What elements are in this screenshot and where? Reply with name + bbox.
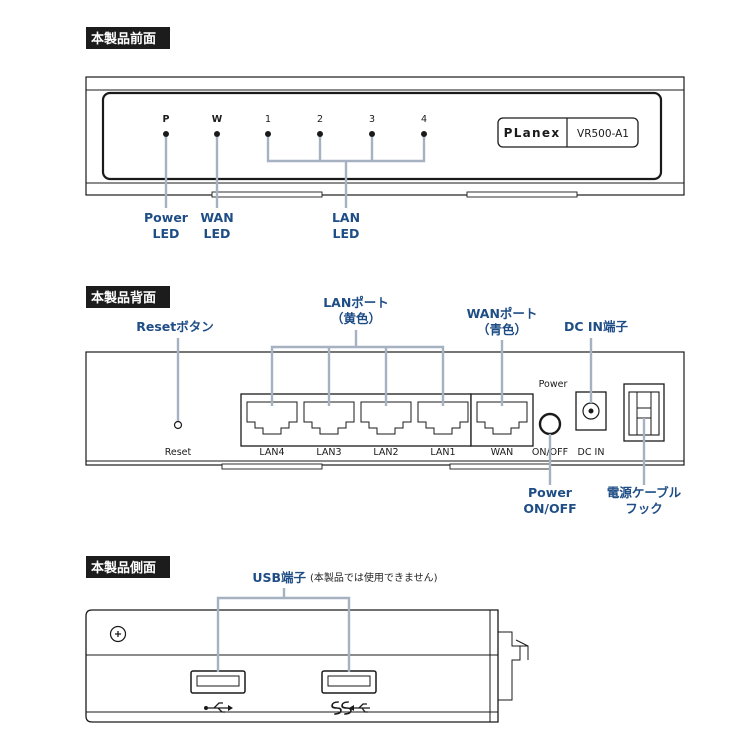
wan-port (476, 401, 528, 435)
lan4-port (246, 401, 298, 435)
lan-led-label-line1: LAN (332, 210, 360, 225)
section-title-front: 本製品前面 (91, 31, 156, 47)
power-led-label-line1: Power (144, 210, 189, 225)
dcin-print: DC IN (578, 447, 605, 458)
side-panel (85, 609, 529, 723)
section-back: 本製品背面 Resetボタン LANポート （黄色） WANポート （青色） D… (85, 286, 685, 516)
usb-port-1-tongue (196, 675, 240, 687)
power-led-label-line2: LED (153, 226, 180, 241)
lan3-print: LAN3 (316, 447, 341, 458)
front-foot-left (211, 191, 323, 198)
usb-port-label: USB端子 (252, 570, 306, 585)
led-letter-p: P (163, 114, 170, 125)
lan4-led (421, 131, 427, 137)
wan-led (214, 131, 220, 137)
section-badge-front (86, 27, 170, 49)
cable-hook-clip (636, 407, 652, 419)
section-badge-back (86, 286, 170, 308)
lan1-led (265, 131, 271, 137)
lan-led-label-line2: LED (333, 226, 360, 241)
usb-superspeed-icon (331, 701, 370, 715)
screw-cross (115, 631, 121, 637)
brand-plate-frame (497, 117, 639, 148)
cable-hook-label-line1: 電源ケーブル (607, 485, 682, 500)
section-title-side: 本製品側面 (91, 560, 156, 576)
led-letter-3: 3 (369, 114, 375, 125)
lan-port-label-line2: （黄色） (331, 311, 381, 326)
lan2-port (360, 401, 412, 435)
section-badge-side (86, 556, 170, 578)
cable-hook-label-line2: フック (625, 501, 663, 516)
lan3-port (303, 401, 355, 435)
reset-hole (173, 420, 183, 430)
back-foot-left (221, 463, 323, 470)
model-name: VR500-A1 (577, 128, 629, 140)
power-onoff-label-line1: Power (528, 485, 573, 500)
wan-port-label-line2: （青色） (477, 322, 527, 337)
side-outer-case (85, 609, 499, 723)
usb-port-note: (本製品では使用できません) (310, 571, 438, 584)
section-title-back: 本製品背面 (91, 290, 156, 306)
usb-icon (204, 702, 233, 713)
led-letter-4: 4 (421, 114, 427, 125)
power-onoff-label-line2: ON/OFF (523, 501, 576, 516)
section-front: 本製品前面 P W 1 2 3 4 (85, 27, 685, 241)
usb-port-2-tongue (327, 675, 371, 687)
dc-in-label: DC IN端子 (564, 319, 629, 334)
wan-led-label-line2: LED (204, 226, 231, 241)
power-switch (538, 412, 562, 436)
lan4-print: LAN4 (259, 447, 284, 458)
lan-led-bracket (266, 137, 426, 208)
back-foot-right (449, 463, 551, 470)
lan3-led (369, 131, 375, 137)
lan1-port (417, 401, 469, 435)
wan-led-label-line1: WAN (200, 210, 233, 225)
brand-logo: PLanex (504, 126, 561, 140)
wan-print: WAN (491, 447, 513, 458)
led-letter-1: 1 (265, 114, 271, 125)
brand-plate: PLanex VR500-A1 (497, 117, 639, 148)
section-side: 本製品側面 USB端子 (本製品では使用できません) (85, 556, 529, 723)
wan-port-label-line1: WANポート (467, 306, 538, 321)
lan1-print: LAN1 (430, 447, 455, 458)
dc-in-jack-pin (588, 408, 594, 414)
lan-port-bracket (270, 330, 445, 406)
front-foot-right (466, 191, 578, 198)
reset-print: Reset (165, 447, 192, 458)
led-letter-2: 2 (317, 114, 323, 125)
side-hook-clip (512, 639, 529, 660)
led-letter-w: W (212, 114, 223, 125)
reset-button-label: Resetボタン (136, 319, 214, 334)
front-bezel (101, 91, 663, 181)
front-panel: P W 1 2 3 4 PLanex VR500-A1 (85, 76, 685, 198)
lan2-print: LAN2 (373, 447, 398, 458)
lan-port-label-line1: LANポート (323, 295, 389, 310)
power-led (163, 131, 169, 137)
lan2-led (317, 131, 323, 137)
power-print: Power (539, 379, 568, 390)
side-hook-outline (498, 631, 521, 701)
lan-port-block (240, 393, 472, 447)
